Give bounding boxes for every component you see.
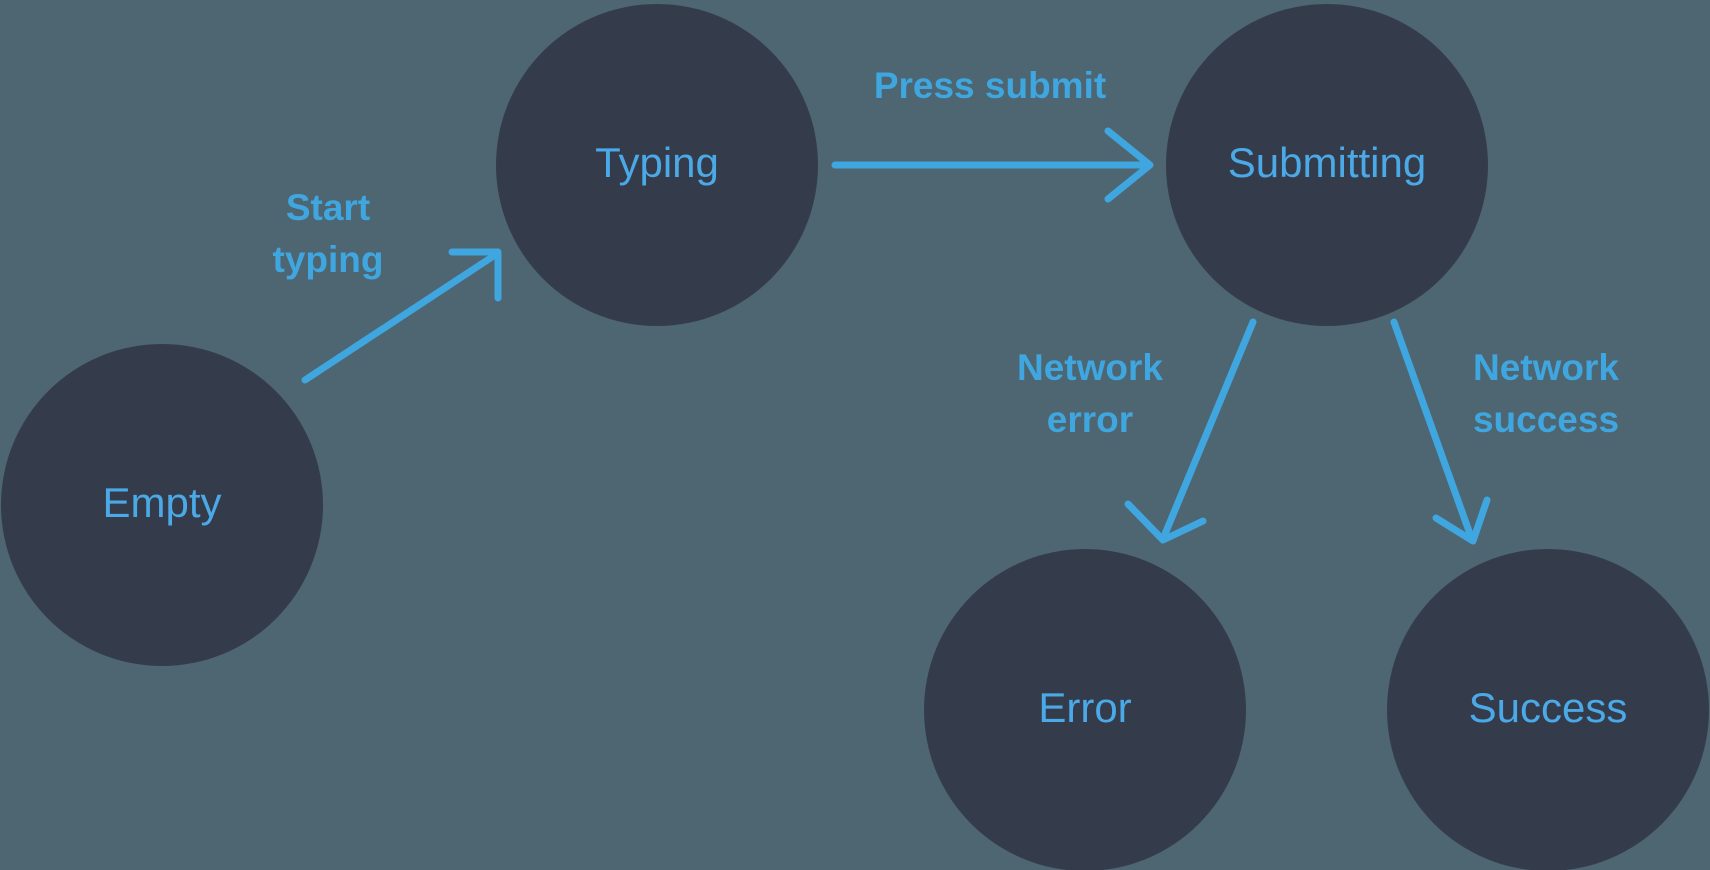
edge-label-line: typing	[273, 239, 384, 280]
state-node-submitting[interactable]: Submitting	[1166, 4, 1488, 326]
edge-shaft	[1390, 318, 1474, 538]
edge-shaft	[1161, 318, 1257, 538]
edge-label-line: Start	[286, 187, 370, 228]
edge-label-line: success	[1473, 399, 1619, 440]
edge-label-line: error	[1047, 399, 1133, 440]
state-node-label: Submitting	[1228, 139, 1426, 186]
arrowhead-icon	[1104, 127, 1154, 203]
edge-empty-to-typing	[301, 248, 502, 384]
edge-label-submitting-to-error: Network error	[1017, 347, 1163, 440]
state-node-circle[interactable]	[924, 549, 1246, 870]
edge-label-line: Network	[1473, 347, 1619, 388]
state-node-circle[interactable]	[496, 4, 818, 326]
edge-label-empty-to-typing: Start typing	[273, 187, 384, 280]
edge-label-submitting-to-success: Network success	[1473, 347, 1619, 440]
edge-submitting-to-success	[1390, 318, 1491, 545]
edges-layer	[301, 127, 1491, 545]
state-node-label: Empty	[102, 479, 221, 526]
arrowhead-icon	[1432, 496, 1491, 545]
edge-shaft	[301, 253, 496, 384]
arrowhead-icon	[448, 248, 502, 302]
edge-label-typing-to-submitting: Press submit	[874, 65, 1106, 106]
state-node-circle[interactable]	[1166, 4, 1488, 326]
state-node-label: Success	[1469, 684, 1628, 731]
edge-label-line: Network	[1017, 347, 1163, 388]
arrowhead-icon	[1124, 500, 1207, 544]
edge-typing-to-submitting	[831, 127, 1154, 203]
state-node-empty[interactable]: Empty	[1, 344, 323, 666]
state-node-label: Typing	[595, 139, 719, 186]
edge-submitting-to-error	[1124, 318, 1257, 544]
state-node-label: Error	[1038, 684, 1131, 731]
edge-label-line: Press submit	[874, 65, 1106, 106]
state-node-circle[interactable]	[1, 344, 323, 666]
state-node-error[interactable]: Error	[924, 549, 1246, 870]
state-node-success[interactable]: Success	[1387, 549, 1709, 870]
state-node-circle[interactable]	[1387, 549, 1709, 870]
state-node-typing[interactable]: Typing	[496, 4, 818, 326]
